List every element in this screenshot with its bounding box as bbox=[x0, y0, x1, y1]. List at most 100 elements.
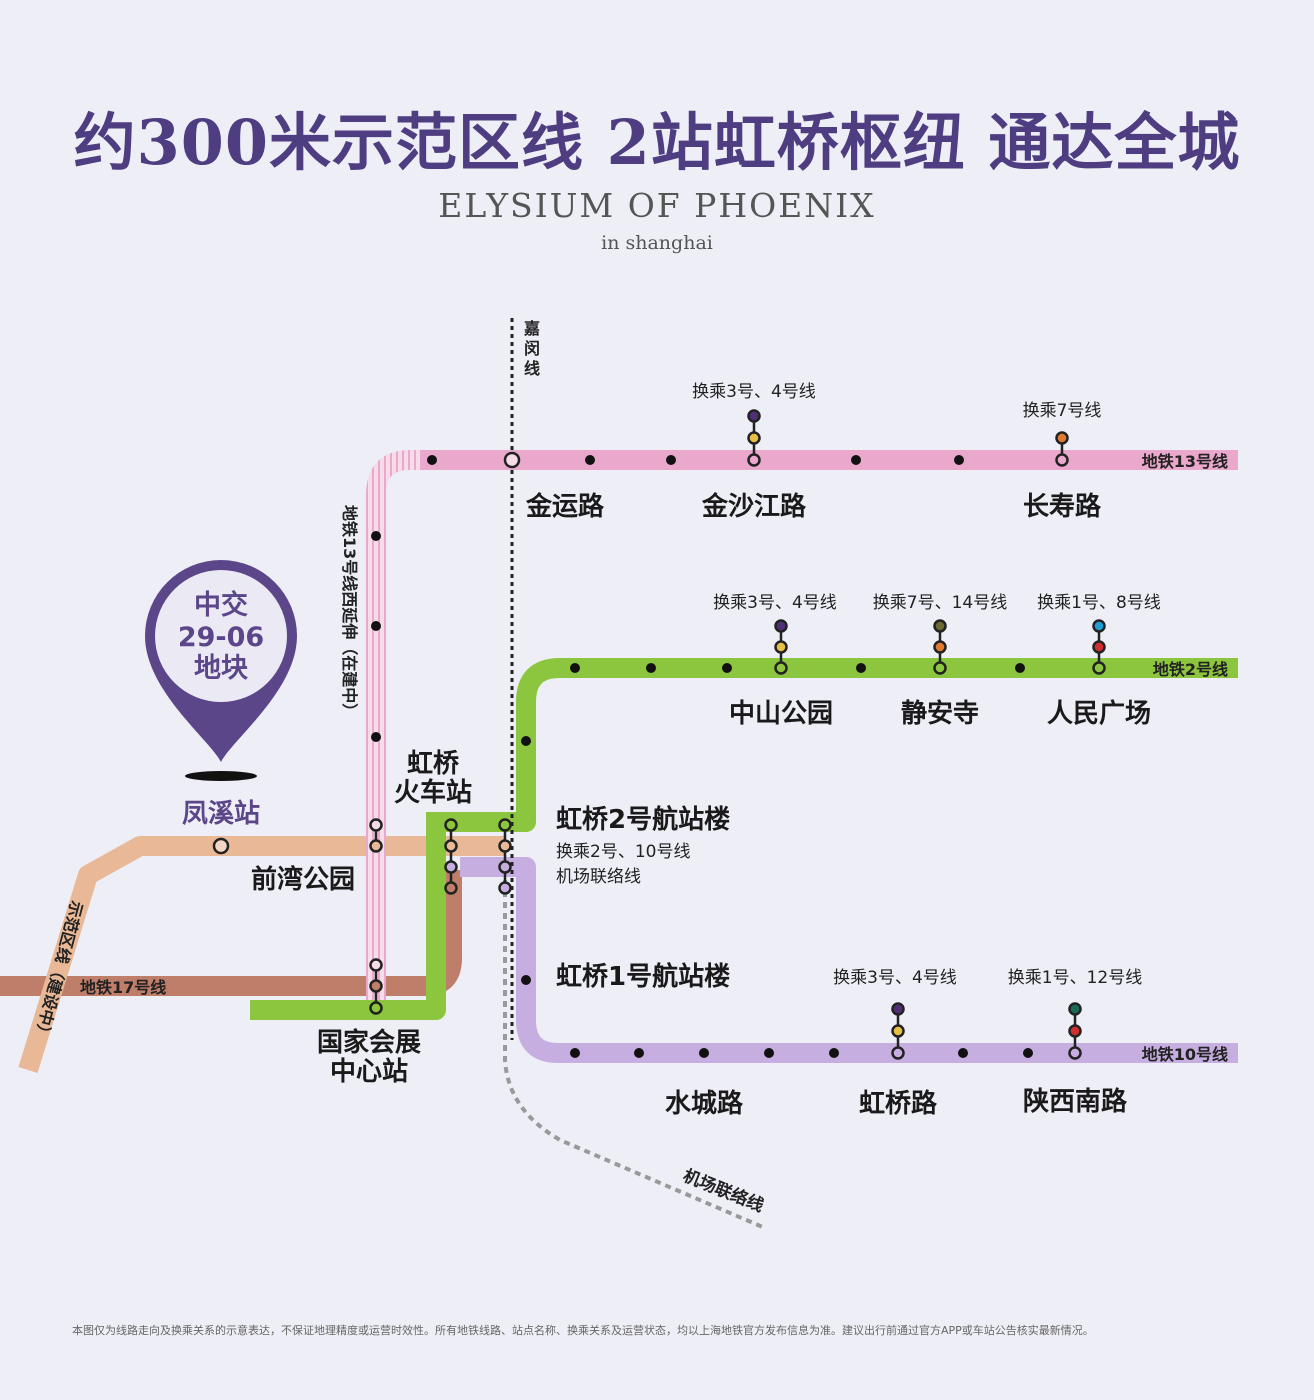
brand-subtitle: in shanghai bbox=[601, 232, 713, 254]
line13-dot bbox=[1055, 453, 1069, 467]
line14-dot bbox=[933, 619, 947, 633]
station-shuicheng: 水城路 bbox=[665, 1088, 744, 1119]
jiamin-char-1: 嘉 bbox=[523, 319, 540, 338]
station-qianwan: 前湾公园 bbox=[251, 864, 355, 895]
stop-dot bbox=[856, 663, 866, 673]
line2-dot bbox=[774, 661, 788, 675]
demo-line-dot bbox=[498, 839, 512, 853]
line12-dot bbox=[1068, 1002, 1082, 1016]
line7-dot bbox=[933, 640, 947, 654]
line10-track bbox=[460, 857, 1238, 1063]
page-title: 约300米示范区线 2站虹桥枢纽 通达全城 bbox=[73, 106, 1241, 179]
transfer-changshou: 换乘7号线 bbox=[1023, 401, 1102, 421]
line17-label: 地铁17号线 bbox=[80, 978, 166, 997]
line10-dot bbox=[444, 860, 458, 874]
jiamin-char-3: 线 bbox=[524, 359, 540, 378]
project-location-pin: 中交 29-06 地块 bbox=[145, 560, 297, 781]
line4-dot bbox=[891, 1002, 905, 1016]
station-changshou: 长寿路 bbox=[1023, 491, 1102, 522]
line4-dot bbox=[774, 619, 788, 633]
transfer-jinshajiang: 换乘3号、4号线 bbox=[692, 382, 816, 402]
station-hq-railway-line1: 虹桥 bbox=[407, 749, 460, 779]
brand-name: ELYSIUM OF PHOENIX bbox=[438, 186, 876, 225]
line4-dot bbox=[747, 409, 761, 423]
stop-dot bbox=[666, 455, 676, 465]
transfer-t2-b: 机场联络线 bbox=[556, 867, 641, 887]
station-t2: 虹桥2号航站楼 bbox=[556, 804, 730, 835]
station-shaanxi: 陕西南路 bbox=[1023, 1086, 1128, 1117]
station-zhongshan: 中山公园 bbox=[729, 699, 833, 729]
line17-dot bbox=[444, 881, 458, 895]
station-fengxi-marker bbox=[212, 837, 230, 855]
line17-dot bbox=[369, 979, 383, 993]
line10-dot bbox=[1068, 1046, 1082, 1060]
stop-dot bbox=[371, 531, 381, 541]
transfer-renmin: 换乘1号、8号线 bbox=[1037, 593, 1161, 613]
stop-dot bbox=[829, 1048, 839, 1058]
station-jinyun: 金运路 bbox=[525, 491, 605, 522]
transfer-zhongshan: 换乘3号、4号线 bbox=[713, 593, 837, 613]
station-necc-line2: 中心站 bbox=[330, 1057, 408, 1087]
stop-dot bbox=[764, 1048, 774, 1058]
interchange-stations bbox=[212, 409, 1106, 1060]
airport-link-dot bbox=[498, 881, 512, 895]
stop-dot bbox=[570, 663, 580, 673]
stop-dot bbox=[585, 455, 595, 465]
jiamin-char-2: 闵 bbox=[524, 339, 540, 358]
line2-label: 地铁2号线 bbox=[1153, 660, 1228, 679]
pin-label-line3: 地块 bbox=[194, 653, 249, 684]
disclaimer: 本图仅为线路走向及换乘关系的示意表达，不保证地理精度或运营时效性。所有地铁线路、… bbox=[72, 1324, 1094, 1337]
line13-label: 地铁13号线 bbox=[1142, 452, 1228, 471]
stop-dot bbox=[958, 1048, 968, 1058]
stop-dot bbox=[371, 732, 381, 742]
line13-dot bbox=[369, 958, 383, 972]
transfer-t2-a: 换乘2号、10号线 bbox=[556, 842, 690, 862]
line3-dot bbox=[891, 1024, 905, 1038]
stop-dot bbox=[954, 455, 964, 465]
stop-dot bbox=[1015, 663, 1025, 673]
demo-line-dot bbox=[369, 839, 383, 853]
stop-dot bbox=[634, 1048, 644, 1058]
stop-dot bbox=[699, 1048, 709, 1058]
line10-dot bbox=[498, 860, 512, 874]
station-jinshajiang: 金沙江路 bbox=[701, 491, 807, 522]
intermediate-stops bbox=[371, 455, 1033, 1058]
line3-dot bbox=[747, 431, 761, 445]
line10-dot bbox=[891, 1046, 905, 1060]
demo-line-track bbox=[18, 836, 504, 1073]
pin-inner-ring bbox=[155, 570, 287, 702]
line2-dot bbox=[933, 661, 947, 675]
line1-dot bbox=[1092, 640, 1106, 654]
line13-dot bbox=[747, 453, 761, 467]
stop-dot bbox=[521, 975, 531, 985]
line3-dot bbox=[774, 640, 788, 654]
airport-link-label: 机场联络线 bbox=[680, 1165, 767, 1216]
transfer-jingan: 换乘7号、14号线 bbox=[873, 593, 1007, 613]
transfer-hongqiao-rd: 换乘3号、4号线 bbox=[833, 968, 957, 988]
station-jinyun-marker bbox=[503, 451, 521, 469]
demo-line-label: 示范区线（建设中） bbox=[31, 899, 87, 1043]
station-hq-railway-line2: 火车站 bbox=[394, 777, 472, 808]
stop-dot bbox=[521, 736, 531, 746]
line2-dot bbox=[369, 1001, 383, 1015]
pin-shadow bbox=[185, 771, 257, 781]
station-renmin: 人民广场 bbox=[1047, 699, 1151, 729]
stop-dot bbox=[646, 663, 656, 673]
stop-dot bbox=[851, 455, 861, 465]
line13-dot bbox=[369, 818, 383, 832]
stop-dot bbox=[570, 1048, 580, 1058]
airport-link-track bbox=[503, 880, 766, 1230]
station-jingan: 静安寺 bbox=[901, 698, 979, 729]
line1-dot bbox=[1068, 1024, 1082, 1038]
line2-track bbox=[250, 658, 1238, 1020]
station-fengxi: 凤溪站 bbox=[182, 799, 260, 829]
pin-label-line1: 中交 bbox=[194, 589, 248, 621]
line8-dot bbox=[1092, 619, 1106, 633]
line7-dot bbox=[1055, 431, 1069, 445]
pin-label-line2: 29-06 bbox=[178, 622, 264, 653]
stop-dot bbox=[371, 621, 381, 631]
station-hongqiao-rd: 虹桥路 bbox=[859, 1088, 938, 1119]
line2-dot bbox=[1092, 661, 1106, 675]
line10-label: 地铁10号线 bbox=[1142, 1045, 1228, 1064]
